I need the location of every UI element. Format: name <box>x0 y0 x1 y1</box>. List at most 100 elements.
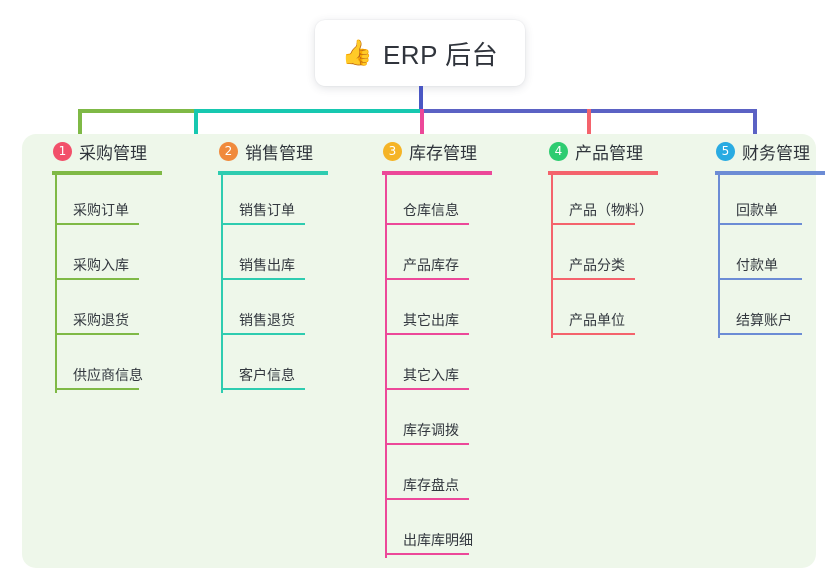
list-item-label: 产品（物料） <box>569 202 653 218</box>
list-item-label: 供应商信息 <box>73 367 143 383</box>
column-items: 产品（物料） 产品分类产品单位 <box>551 173 691 338</box>
column-title: 产品管理 <box>575 143 643 163</box>
column-header-3[interactable]: 3 库存管理 <box>367 134 527 168</box>
list-item-rule <box>551 223 635 225</box>
list-item-label: 采购入库 <box>73 257 129 273</box>
column-badge-icon: 2 <box>219 141 238 161</box>
list-item-label: 采购订单 <box>73 202 129 218</box>
list-item-rule <box>55 278 139 280</box>
list-item-rule <box>385 443 469 445</box>
column-items: 回款单付款单结算账户 <box>718 173 839 338</box>
list-item[interactable]: 回款单 <box>718 173 839 228</box>
list-item[interactable]: 其它入库 <box>385 338 525 393</box>
column-header-1[interactable]: 1 采购管理 <box>37 134 197 168</box>
list-item[interactable]: 供应商信息 <box>55 338 195 393</box>
column-trunk-line <box>551 173 553 338</box>
list-item-rule <box>551 278 635 280</box>
thumbs-up-icon: 👍 <box>341 38 373 67</box>
list-item-rule <box>221 223 305 225</box>
list-item[interactable]: 库存调拨 <box>385 393 525 448</box>
connector-bus-green <box>78 109 196 113</box>
list-item-label: 产品单位 <box>569 312 625 328</box>
list-item-rule <box>385 333 469 335</box>
list-item[interactable]: 结算账户 <box>718 283 839 338</box>
list-item-label: 库存调拨 <box>403 422 459 438</box>
column-header-5[interactable]: 5 财务管理 <box>700 134 839 168</box>
list-item-label: 采购退货 <box>73 312 129 328</box>
list-item[interactable]: 采购退货 <box>55 283 195 338</box>
list-item-label: 产品分类 <box>569 257 625 273</box>
column-1: 1 采购管理采购订单采购入库采购退货供应商信息 <box>37 134 197 393</box>
connector-drop-2 <box>194 109 198 139</box>
list-item[interactable]: 采购订单 <box>55 173 195 228</box>
connector-bus-teal <box>194 109 422 113</box>
list-item[interactable]: 产品（物料） <box>551 173 691 228</box>
list-item[interactable]: 采购入库 <box>55 228 195 283</box>
list-item[interactable]: 产品分类 <box>551 228 691 283</box>
list-item[interactable]: 销售退货 <box>221 283 361 338</box>
column-badge-icon: 1 <box>53 141 72 161</box>
list-item[interactable]: 付款单 <box>718 228 839 283</box>
column-items: 仓库信息产品库存其它出库其它入库库存调拨库存盘点出库库明细 <box>385 173 525 558</box>
list-item-rule <box>221 388 305 390</box>
list-item-rule <box>385 223 469 225</box>
column-header-rule <box>382 171 492 175</box>
list-item-rule <box>55 223 139 225</box>
list-item-rule <box>718 278 802 280</box>
list-item-label: 其它入库 <box>403 367 459 383</box>
list-item-label: 销售出库 <box>239 257 295 273</box>
list-item[interactable]: 库存盘点 <box>385 448 525 503</box>
list-item[interactable]: 客户信息 <box>221 338 361 393</box>
column-title: 财务管理 <box>742 143 810 163</box>
list-item-rule <box>385 388 469 390</box>
list-item-rule <box>221 333 305 335</box>
connector-root-stem <box>419 86 423 111</box>
connector-drop-3 <box>420 109 424 139</box>
column-title: 销售管理 <box>245 143 313 163</box>
list-item-label: 客户信息 <box>239 367 295 383</box>
list-item-label: 回款单 <box>736 202 778 218</box>
list-item[interactable]: 仓库信息 <box>385 173 525 228</box>
column-3: 3 库存管理仓库信息产品库存其它出库其它入库库存调拨库存盘点出库库明细 <box>367 134 527 558</box>
column-trunk-line <box>385 173 387 558</box>
list-item[interactable]: 销售订单 <box>221 173 361 228</box>
list-item[interactable]: 产品单位 <box>551 283 691 338</box>
list-item-rule <box>718 223 802 225</box>
column-badge-icon: 3 <box>383 141 402 161</box>
connector-drop-4 <box>587 109 591 139</box>
list-item-label: 其它出库 <box>403 312 459 328</box>
column-header-4[interactable]: 4 产品管理 <box>533 134 693 168</box>
column-items: 销售订单销售出库销售退货客户信息 <box>221 173 361 393</box>
list-item-rule <box>55 388 139 390</box>
root-node-label: ERP 后台 <box>382 39 499 70</box>
list-item-label: 付款单 <box>736 257 778 273</box>
root-node[interactable]: 👍 ERP 后台 <box>315 20 525 86</box>
column-badge-icon: 4 <box>549 141 568 161</box>
column-trunk-line <box>718 173 720 338</box>
list-item[interactable]: 其它出库 <box>385 283 525 338</box>
column-5: 5 财务管理回款单付款单结算账户 <box>700 134 839 338</box>
column-4: 4 产品管理产品（物料） 产品分类产品单位 <box>533 134 693 338</box>
list-item-rule <box>385 553 469 555</box>
column-header-2[interactable]: 2 销售管理 <box>203 134 363 168</box>
column-badge-icon: 5 <box>716 141 735 161</box>
list-item-rule <box>221 278 305 280</box>
list-item[interactable]: 产品库存 <box>385 228 525 283</box>
list-item-rule <box>551 333 635 335</box>
list-item[interactable]: 出库库明细 <box>385 503 525 558</box>
list-item-rule <box>718 333 802 335</box>
column-title: 采购管理 <box>79 143 147 163</box>
list-item-rule <box>385 278 469 280</box>
list-item-label: 库存盘点 <box>403 477 459 493</box>
column-2: 2 销售管理销售订单销售出库销售退货客户信息 <box>203 134 363 393</box>
list-item-label: 产品库存 <box>403 257 459 273</box>
column-header-rule <box>218 171 328 175</box>
column-header-rule <box>52 171 162 175</box>
column-title: 库存管理 <box>409 143 477 163</box>
column-items: 采购订单采购入库采购退货供应商信息 <box>55 173 195 393</box>
list-item-rule <box>385 498 469 500</box>
connector-drop-5 <box>753 109 757 139</box>
list-item[interactable]: 销售出库 <box>221 228 361 283</box>
connector-drop-1 <box>78 109 82 139</box>
